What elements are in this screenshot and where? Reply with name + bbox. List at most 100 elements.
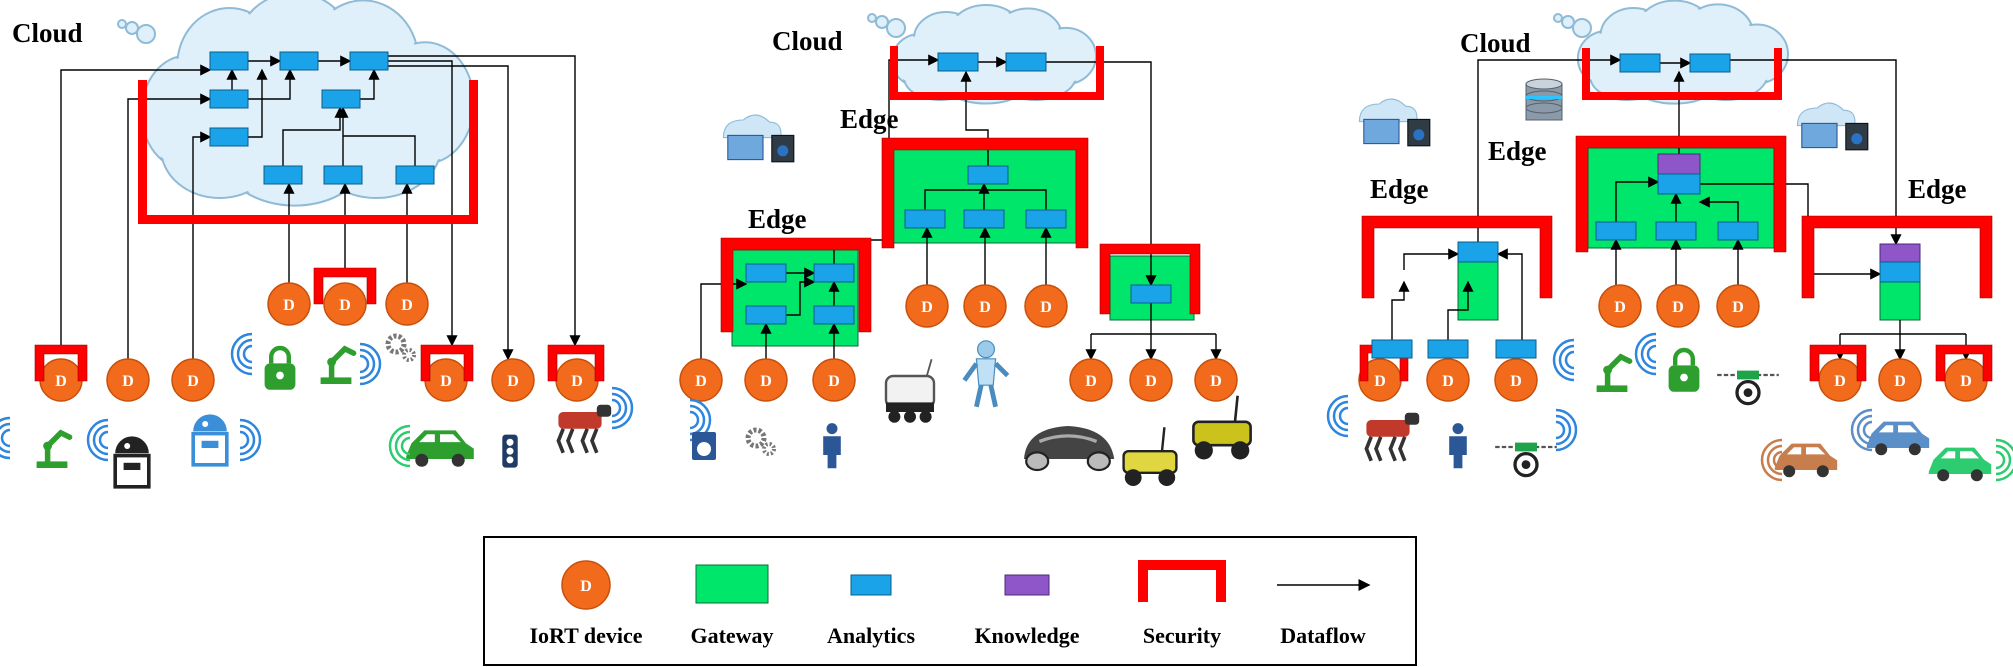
device-letter: D — [1894, 373, 1906, 390]
signal-wave — [1338, 406, 1349, 426]
analytics-block — [1657, 173, 1701, 195]
database-icon — [1525, 78, 1563, 121]
traffic-light-lamp — [506, 456, 514, 464]
rover-wheel — [1231, 441, 1250, 460]
cloud-puff — [1572, 18, 1592, 38]
signal-wave — [359, 348, 376, 380]
device-letter: D — [1085, 373, 1097, 390]
car-window — [1940, 451, 1980, 459]
dataflow-arrow — [127, 93, 212, 359]
cloud-label: Cloud — [12, 18, 83, 48]
delivery-wheel — [888, 410, 901, 423]
database-top — [1525, 78, 1563, 90]
signal-wave — [611, 398, 622, 418]
device-letter: D — [283, 297, 295, 314]
device-letter: D — [507, 373, 519, 390]
gear-large — [385, 333, 407, 355]
iort-device — [267, 282, 311, 326]
rover-icon — [1122, 427, 1178, 486]
signal-wave — [1995, 444, 2012, 476]
edge-label: Edge — [840, 104, 899, 134]
drone-camera-icon — [1495, 442, 1557, 478]
iort-device — [1194, 358, 1238, 402]
signal-wave — [1862, 420, 1873, 440]
device-letter: D — [1145, 373, 1157, 390]
security-shield — [1935, 344, 1993, 382]
analytics-block — [1427, 339, 1469, 359]
iort-device — [323, 282, 367, 326]
rover-wheel — [1194, 441, 1213, 460]
analytics-block — [263, 165, 303, 185]
legend-label-dataflow: Dataflow — [1280, 623, 1366, 648]
signal-wave — [1555, 420, 1566, 440]
device-letter: D — [1960, 373, 1972, 390]
signal-wave — [1995, 438, 2013, 482]
person-icon — [1449, 423, 1467, 469]
mower-shell — [1024, 426, 1115, 459]
cloud-puff — [136, 24, 156, 44]
signal-wave — [0, 422, 11, 454]
signal-wave — [239, 424, 256, 456]
quadruped-leg — [580, 428, 589, 454]
device-letter: D — [1672, 299, 1684, 316]
signal-icon — [239, 418, 262, 462]
dataflow-arrow — [343, 135, 416, 166]
drone-lens — [1521, 460, 1531, 469]
gear-small — [762, 442, 776, 456]
legend-knowledge-swatch — [1004, 574, 1050, 596]
signal-icon — [611, 386, 634, 430]
signal-icon — [230, 332, 253, 376]
server-box — [1801, 122, 1838, 149]
car-window — [1878, 425, 1918, 433]
analytics-block — [321, 89, 361, 109]
iort-device — [561, 560, 611, 610]
gear-large — [745, 427, 767, 449]
car-wheel — [1875, 443, 1888, 456]
analytics-block — [745, 263, 787, 283]
person-head — [826, 423, 838, 435]
iort-device — [171, 358, 215, 402]
knowledge-block — [1657, 153, 1701, 175]
dataflow-arrow — [388, 55, 581, 347]
signal-icon — [1326, 394, 1349, 438]
analytics-block — [1495, 339, 1537, 359]
signal-icon — [1850, 408, 1873, 452]
quadruped-body — [1366, 420, 1410, 437]
robot-arm-icon — [36, 429, 73, 468]
signal-wave — [0, 428, 11, 448]
lock-keyhole — [276, 371, 284, 380]
quadruped-robot-icon — [1364, 412, 1420, 462]
server-box — [1363, 118, 1400, 145]
signal-icon — [1995, 438, 2013, 482]
droid-body — [191, 431, 229, 467]
edge-label: Edge — [1908, 174, 1967, 204]
device-letter: D — [695, 373, 707, 390]
iort-device — [1426, 358, 1470, 402]
edge-label: Edge — [1370, 174, 1429, 204]
iort-device — [1494, 358, 1538, 402]
device-letter: D — [1040, 299, 1052, 316]
car-icon — [1928, 447, 1992, 482]
legend-label-device: IoRT device — [529, 623, 642, 648]
analytics-block — [963, 209, 1005, 229]
device-letter: D — [1614, 299, 1626, 316]
analytics-block — [209, 127, 249, 147]
cloud-puff — [117, 19, 127, 29]
security-shield — [881, 137, 1089, 249]
humanoid-robot-icon — [962, 340, 1010, 408]
lock-robot-icon — [1668, 347, 1700, 392]
signal-icon — [1634, 332, 1657, 376]
signal-wave — [611, 386, 634, 430]
legend-label-security: Security — [1143, 623, 1221, 648]
lock-shackle — [268, 345, 292, 364]
dataflow-arrow — [238, 68, 296, 100]
person-head — [1452, 423, 1464, 435]
gears-icon — [385, 333, 416, 362]
robot-arm-link — [328, 345, 357, 381]
quadruped-leg — [556, 428, 565, 454]
dataflow-arrow — [786, 276, 816, 316]
delivery-robot-icon — [884, 358, 936, 423]
database-top — [1525, 102, 1563, 114]
rover-wheel — [1158, 469, 1176, 486]
car-wheel — [1908, 443, 1921, 456]
